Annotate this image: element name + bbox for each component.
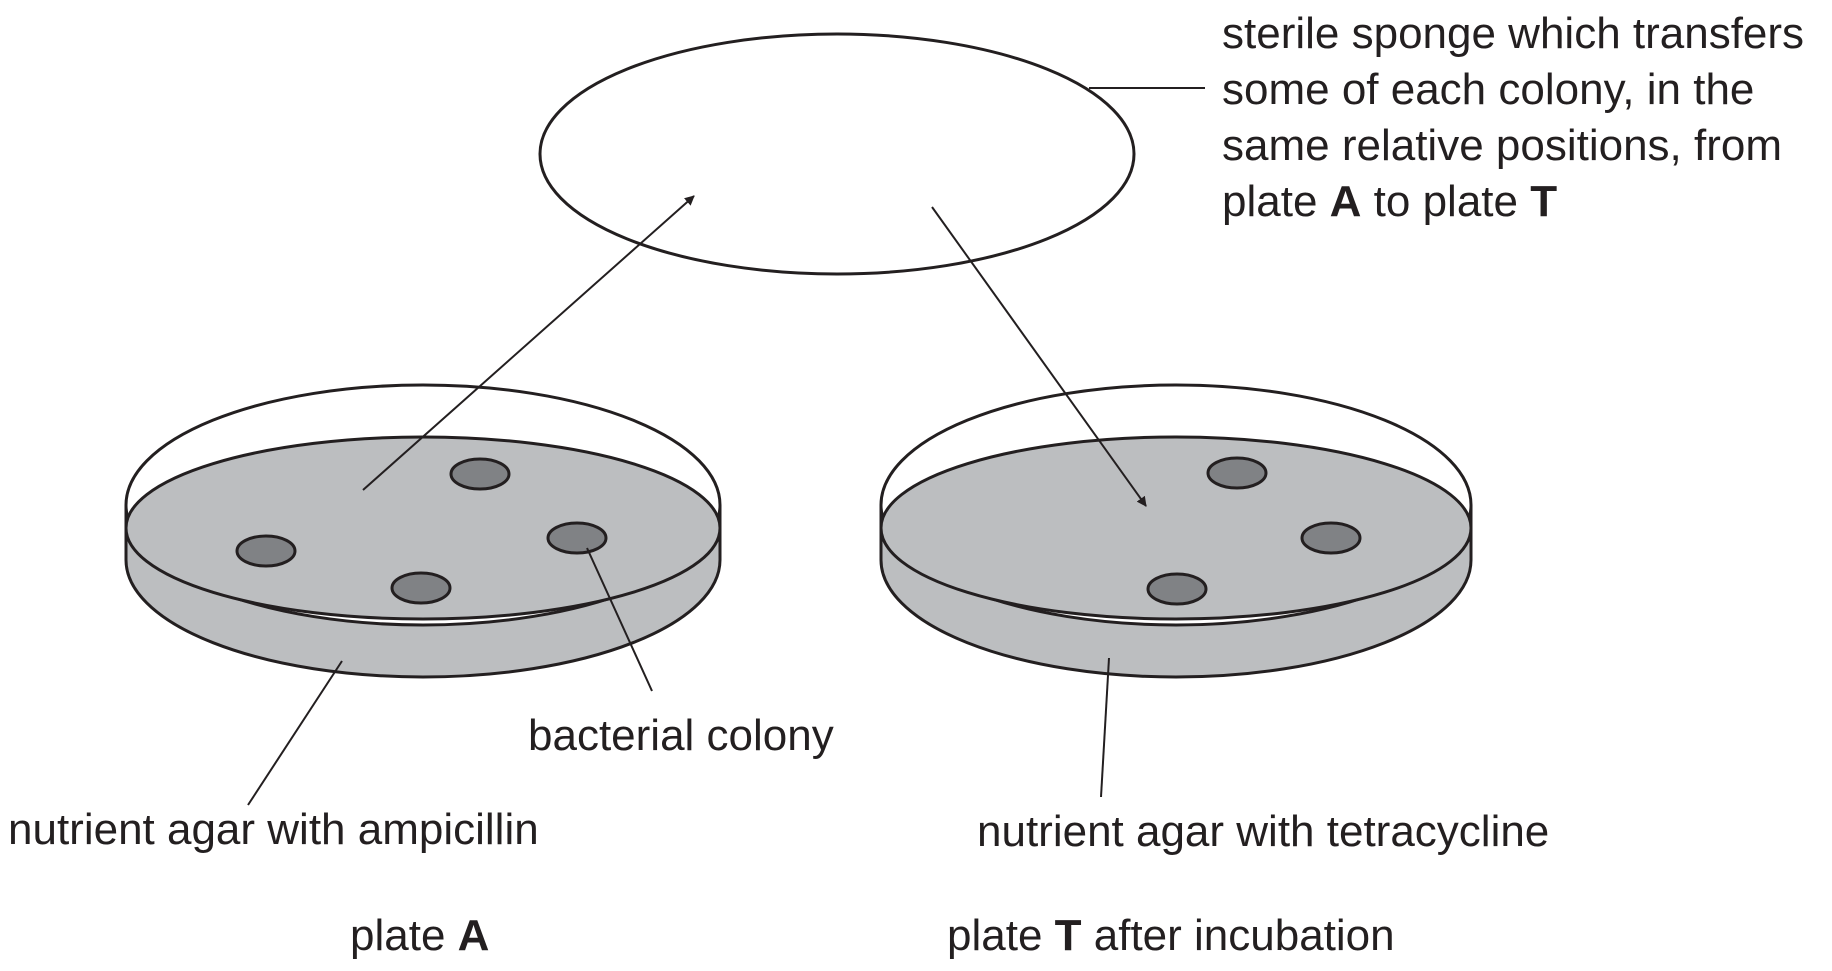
sponge-label-line: sterile sponge which transfers bbox=[1222, 9, 1805, 58]
plate-t-colony bbox=[1206, 456, 1268, 490]
sponge-label-text: plate bbox=[1222, 177, 1330, 226]
sponge-label: sterile sponge which transfers some of e… bbox=[1222, 6, 1804, 230]
plate-a-colony bbox=[390, 571, 452, 605]
plate-a-colony bbox=[235, 534, 297, 568]
caption-text: plate bbox=[947, 911, 1055, 960]
agar-ampicillin-label: nutrient agar with ampicillin bbox=[8, 805, 539, 854]
bacterial-colony-label: bacterial colony bbox=[528, 711, 834, 760]
agar-tetracycline-leader-line bbox=[1100, 657, 1110, 798]
plate-a-colony bbox=[546, 521, 608, 555]
caption-plate-letter: A bbox=[457, 911, 490, 960]
transfer-arrow-plate-a-to-sponge bbox=[362, 195, 695, 491]
plate-a-colony bbox=[449, 457, 511, 491]
plate-t-caption: plate T after incubation bbox=[947, 908, 1395, 964]
sterile-sponge bbox=[538, 32, 1136, 276]
sponge-label-line: same relative positions, from bbox=[1222, 121, 1782, 170]
agar-tetracycline-label: nutrient agar with tetracycline bbox=[977, 807, 1550, 856]
plate-a-letter: A bbox=[1329, 177, 1362, 226]
plate-a-caption: plate A bbox=[350, 908, 489, 964]
caption-text: plate bbox=[350, 911, 458, 960]
agar-ampicillin-leader-line bbox=[247, 660, 343, 806]
sponge-label-line: some of each colony, in the bbox=[1222, 65, 1755, 114]
plate-t-colony bbox=[1146, 572, 1208, 606]
transfer-arrow-sponge-to-plate-t bbox=[931, 206, 1147, 507]
sponge-label-text: to plate bbox=[1361, 177, 1531, 226]
plate-t-letter: T bbox=[1530, 177, 1558, 226]
colony-leader-line bbox=[586, 547, 653, 692]
plate-t bbox=[879, 383, 1473, 679]
caption-text: after incubation bbox=[1081, 911, 1395, 960]
caption-plate-letter: T bbox=[1054, 911, 1082, 960]
plate-t-colony bbox=[1300, 521, 1362, 555]
sponge-label-line: plate A to plate T bbox=[1222, 174, 1804, 230]
plate-a bbox=[124, 383, 722, 679]
plate-t-agar-surface bbox=[879, 435, 1473, 621]
